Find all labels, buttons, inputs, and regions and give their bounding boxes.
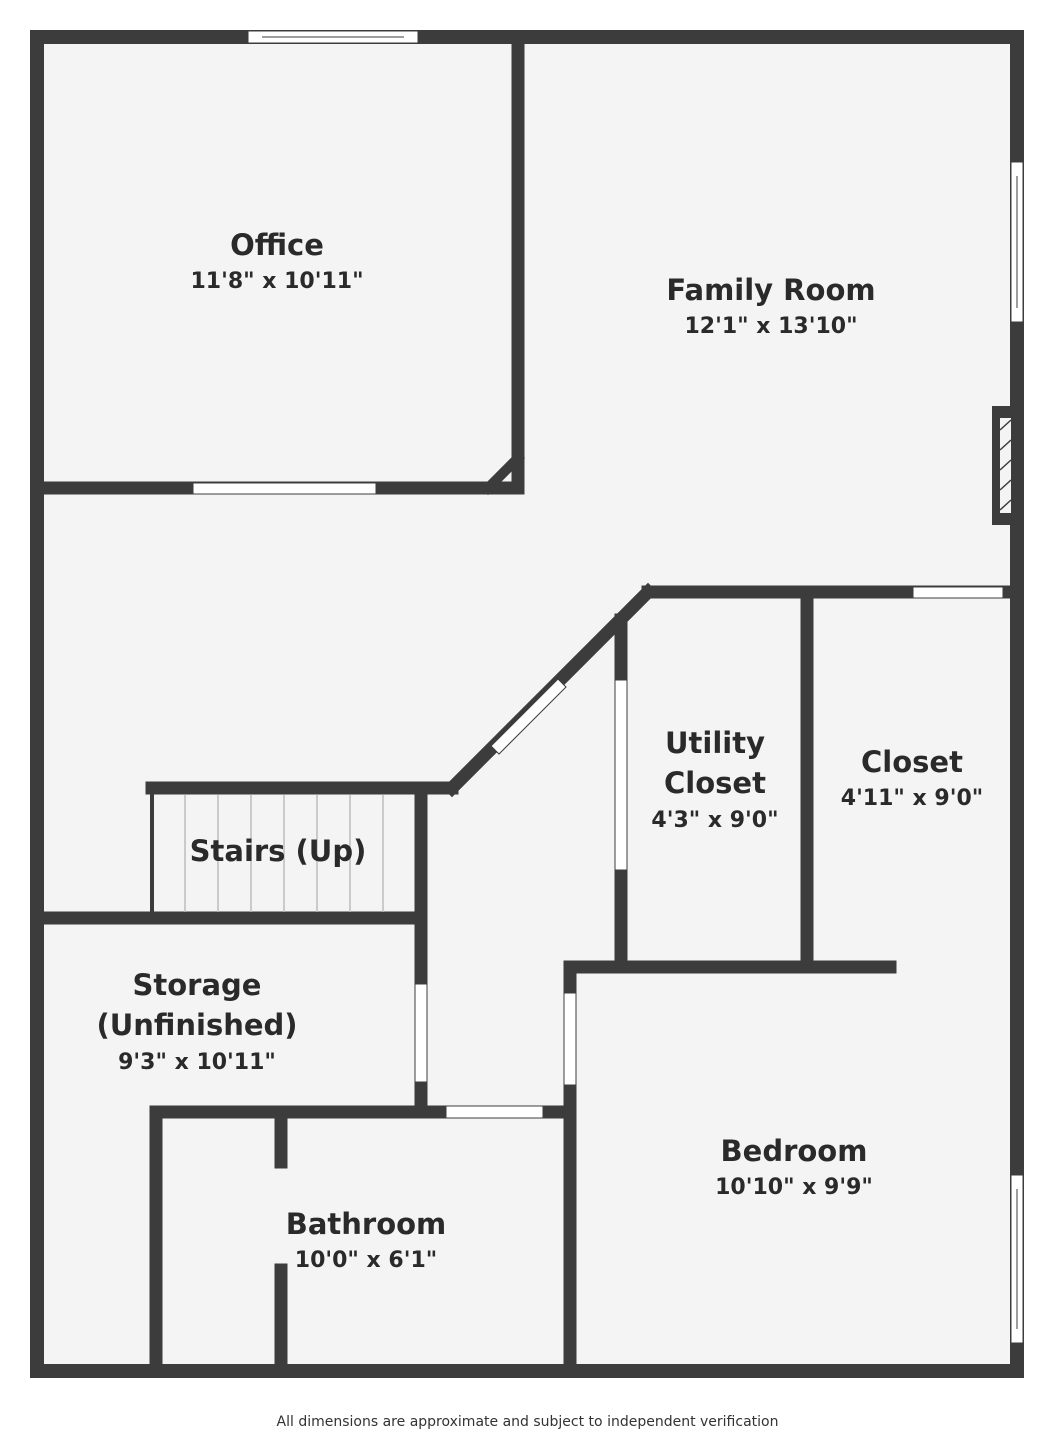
office-dimensions: 11'8" x 10'11": [190, 269, 363, 294]
office-doorway: [192, 482, 377, 495]
closet-label: Closet: [861, 745, 963, 779]
utility-closet-label-line2: Closet: [664, 766, 766, 800]
storage-label-line2: (Unfinished): [96, 1008, 297, 1042]
bedroom-dimensions: 10'10" x 9'9": [715, 1175, 873, 1200]
bedroom-label: Bedroom: [721, 1134, 868, 1168]
windows: [247, 30, 1024, 1344]
walls: [30, 30, 1024, 1378]
room-labels: Office 11'8" x 10'11" Family Room 12'1" …: [96, 228, 983, 1273]
stairs-label: Stairs (Up): [190, 834, 367, 868]
stair-treads: [184, 795, 384, 912]
doorways: [192, 482, 1004, 1119]
storage-label-line1: Storage: [133, 968, 262, 1002]
utility-closet-dimensions: 4'3" x 9'0": [651, 808, 778, 833]
fireplace: [992, 406, 1017, 525]
angled-doorway: [490, 678, 567, 755]
closet-doorway: [912, 586, 1004, 599]
family-room-dimensions: 12'1" x 13'10": [684, 314, 857, 339]
family-room-label: Family Room: [666, 273, 875, 307]
disclaimer-text: All dimensions are approximate and subje…: [276, 1414, 779, 1430]
exterior-wall: [30, 30, 1024, 1378]
closet-dimensions: 4'11" x 9'0": [841, 786, 983, 811]
bathroom-label: Bathroom: [286, 1207, 447, 1241]
office-corner-wall: [480, 450, 526, 496]
office-label: Office: [230, 228, 324, 262]
utility-closet-label-line1: Utility: [665, 726, 765, 760]
storage-dimensions: 9'3" x 10'11": [118, 1050, 276, 1075]
bedroom-doorway: [563, 992, 577, 1086]
utility-doorway: [614, 679, 628, 871]
bathroom-dimensions: 10'0" x 6'1": [295, 1248, 437, 1273]
storage-doorway: [414, 983, 428, 1083]
bathroom-doorway: [445, 1105, 544, 1119]
